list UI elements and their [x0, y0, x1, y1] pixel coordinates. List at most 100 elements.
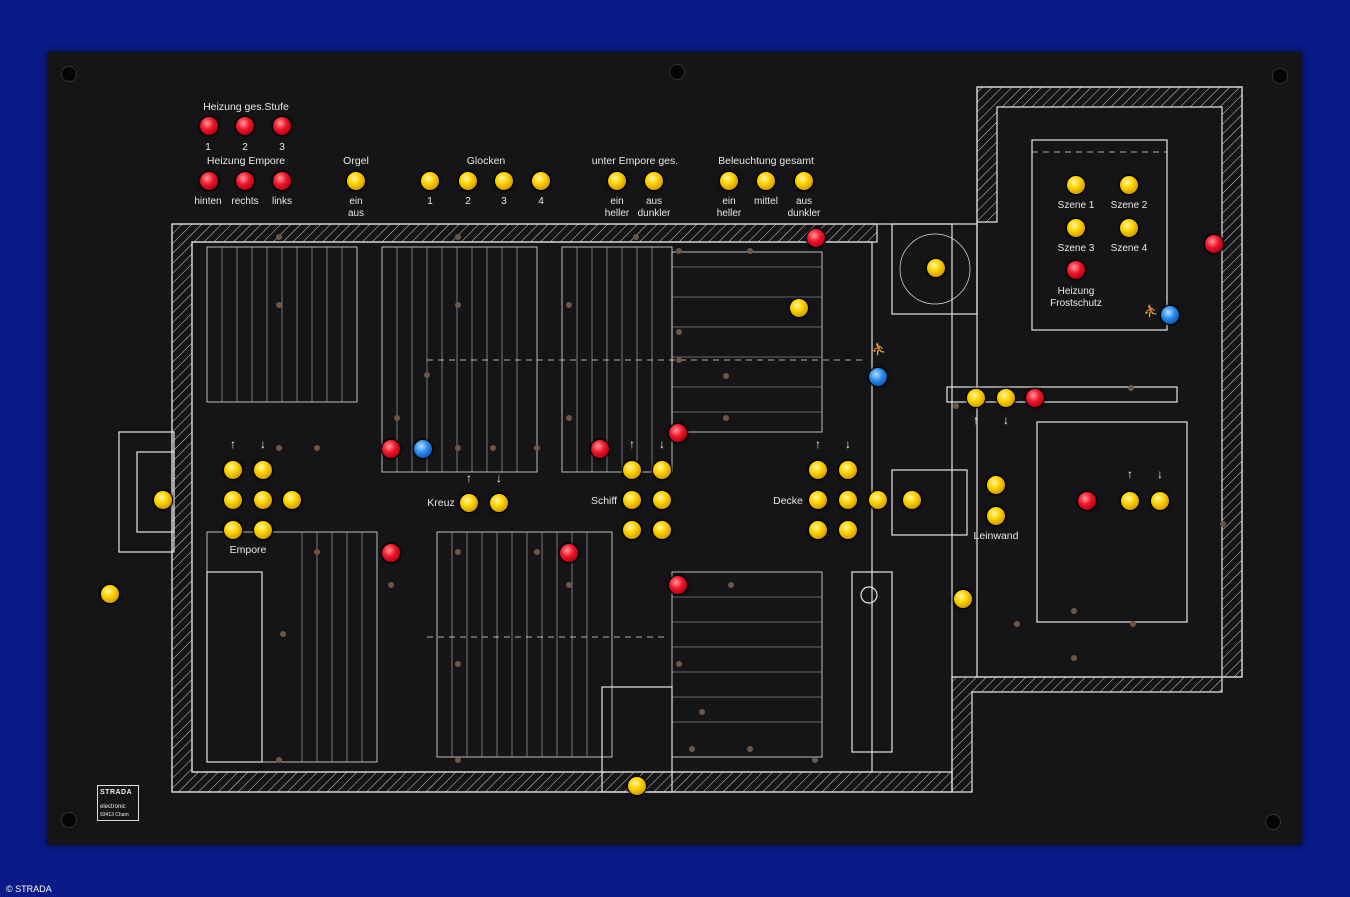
- szene-4-button[interactable]: [1119, 218, 1139, 238]
- heizung-stufe-2-button[interactable]: [235, 116, 255, 136]
- glocke-1-button[interactable]: [420, 171, 440, 191]
- indicator-dot: [455, 549, 461, 555]
- beleuchtung-ein-button[interactable]: [719, 171, 739, 191]
- indicator-dot: [1128, 385, 1134, 391]
- empore-2-button[interactable]: [253, 490, 273, 510]
- indicator-dot: [1014, 621, 1020, 627]
- schiff-4-button[interactable]: [652, 520, 672, 540]
- heizung-empore-rechts-button[interactable]: [235, 171, 255, 191]
- indicator-dot: [455, 757, 461, 763]
- indicator-dot: [633, 234, 639, 240]
- schiff-1-button[interactable]: [622, 490, 642, 510]
- label-szene-4: Szene 4: [1110, 243, 1148, 254]
- stair-right-light-button[interactable]: [953, 589, 973, 609]
- kreuz-blue-button[interactable]: [413, 439, 433, 459]
- indicator-dot: [1220, 521, 1226, 527]
- unter-empore-ein-button[interactable]: [607, 171, 627, 191]
- label-szene-1: Szene 1: [1057, 200, 1095, 211]
- corridor-2-button[interactable]: [996, 388, 1016, 408]
- schiff-up-button[interactable]: [622, 460, 642, 480]
- hall-blue-button[interactable]: [868, 367, 888, 387]
- schiff-3-button[interactable]: [622, 520, 642, 540]
- decke-up-button[interactable]: [808, 460, 828, 480]
- glocke-4-button[interactable]: [531, 171, 551, 191]
- strada-logo: STRADA electronic 93413 Cham: [97, 785, 139, 821]
- label-unter-empore: unter Empore ges.: [591, 155, 679, 167]
- glocke-3-button[interactable]: [494, 171, 514, 191]
- glocke-2-button[interactable]: [458, 171, 478, 191]
- hall-top-red-button[interactable]: [806, 228, 826, 248]
- indicator-dot: [280, 631, 286, 637]
- decke-down-button[interactable]: [838, 460, 858, 480]
- beleuchtung-aus-button[interactable]: [794, 171, 814, 191]
- schiff-red-lower-button[interactable]: [559, 543, 579, 563]
- decke-1-button[interactable]: [808, 490, 828, 510]
- indicator-dot: [676, 248, 682, 254]
- szene-2-button[interactable]: [1119, 175, 1139, 195]
- kreuz-red-button[interactable]: [381, 439, 401, 459]
- heizung-frostschutz-button[interactable]: [1066, 260, 1086, 280]
- label-ue-ein: ein: [610, 196, 624, 207]
- label-schiff: Schiff: [590, 495, 618, 507]
- main-entrance-light-button[interactable]: [627, 776, 647, 796]
- heizung-empore-links-button[interactable]: [272, 171, 292, 191]
- leinwand-up-button[interactable]: [986, 475, 1006, 495]
- indicator-dot: [723, 415, 729, 421]
- outside-light-button[interactable]: [100, 584, 120, 604]
- leinwand-down-button[interactable]: [986, 506, 1006, 526]
- screw-icon: [1272, 68, 1288, 84]
- chancel-up-button[interactable]: [1120, 491, 1140, 511]
- hall-red-lower-button[interactable]: [668, 575, 688, 595]
- schiff-red-top-button[interactable]: [668, 423, 688, 443]
- decke-5-button[interactable]: [838, 520, 858, 540]
- altar-light-button[interactable]: [902, 490, 922, 510]
- logo-address: 93413 Cham: [100, 812, 129, 818]
- label-rechts: rechts: [231, 196, 259, 207]
- indicator-dot: [455, 302, 461, 308]
- decke-4-button[interactable]: [808, 520, 828, 540]
- beleuchtung-mittel-button[interactable]: [756, 171, 776, 191]
- hall-light-button[interactable]: [789, 298, 809, 318]
- corridor-1-button[interactable]: [966, 388, 986, 408]
- entrance-light-button[interactable]: [153, 490, 173, 510]
- decke-2-button[interactable]: [838, 490, 858, 510]
- tower-blue-button[interactable]: [1160, 305, 1180, 325]
- schiff-2-button[interactable]: [652, 490, 672, 510]
- kreuz-red-lower-button[interactable]: [381, 543, 401, 563]
- empore-1-button[interactable]: [223, 490, 243, 510]
- chancel-red-button[interactable]: [1077, 491, 1097, 511]
- kreuz-down-button[interactable]: [489, 493, 509, 513]
- stair-light-button[interactable]: [926, 258, 946, 278]
- heizung-empore-hinten-button[interactable]: [199, 171, 219, 191]
- empore-5-button[interactable]: [253, 520, 273, 540]
- indicator-dot: [676, 329, 682, 335]
- corridor-red-button[interactable]: [1025, 388, 1045, 408]
- chancel-down-button[interactable]: [1150, 491, 1170, 511]
- szene-3-button[interactable]: [1066, 218, 1086, 238]
- label-ue-aus: aus: [645, 196, 663, 207]
- unter-empore-aus-button[interactable]: [644, 171, 664, 191]
- heizung-stufe-1-button[interactable]: [199, 116, 219, 136]
- szene-1-button[interactable]: [1066, 175, 1086, 195]
- tower-side-red-button[interactable]: [1204, 234, 1224, 254]
- schiff-down-button[interactable]: [652, 460, 672, 480]
- label-beleuchtung: Beleuchtung gesamt: [718, 155, 814, 167]
- indicator-dot: [455, 234, 461, 240]
- empore-3-button[interactable]: [282, 490, 302, 510]
- label-glocken: Glocken: [466, 155, 506, 167]
- decke-3-button[interactable]: [868, 490, 888, 510]
- heizung-stufe-3-button[interactable]: [272, 116, 292, 136]
- label-bg-aus: aus: [795, 196, 813, 207]
- empore-up-left-button[interactable]: [223, 460, 243, 480]
- kreuz-up-button[interactable]: [459, 493, 479, 513]
- indicator-dot: [1130, 621, 1136, 627]
- empore-down-left-button[interactable]: [253, 460, 273, 480]
- indicator-dot: [812, 757, 818, 763]
- indicator-dot: [394, 415, 400, 421]
- indicator-dot: [424, 372, 430, 378]
- schiff-red-left-button[interactable]: [590, 439, 610, 459]
- label-bg-heller: heller: [716, 208, 742, 219]
- empore-4-button[interactable]: [223, 520, 243, 540]
- indicator-dot: [276, 302, 282, 308]
- orgel-button[interactable]: [346, 171, 366, 191]
